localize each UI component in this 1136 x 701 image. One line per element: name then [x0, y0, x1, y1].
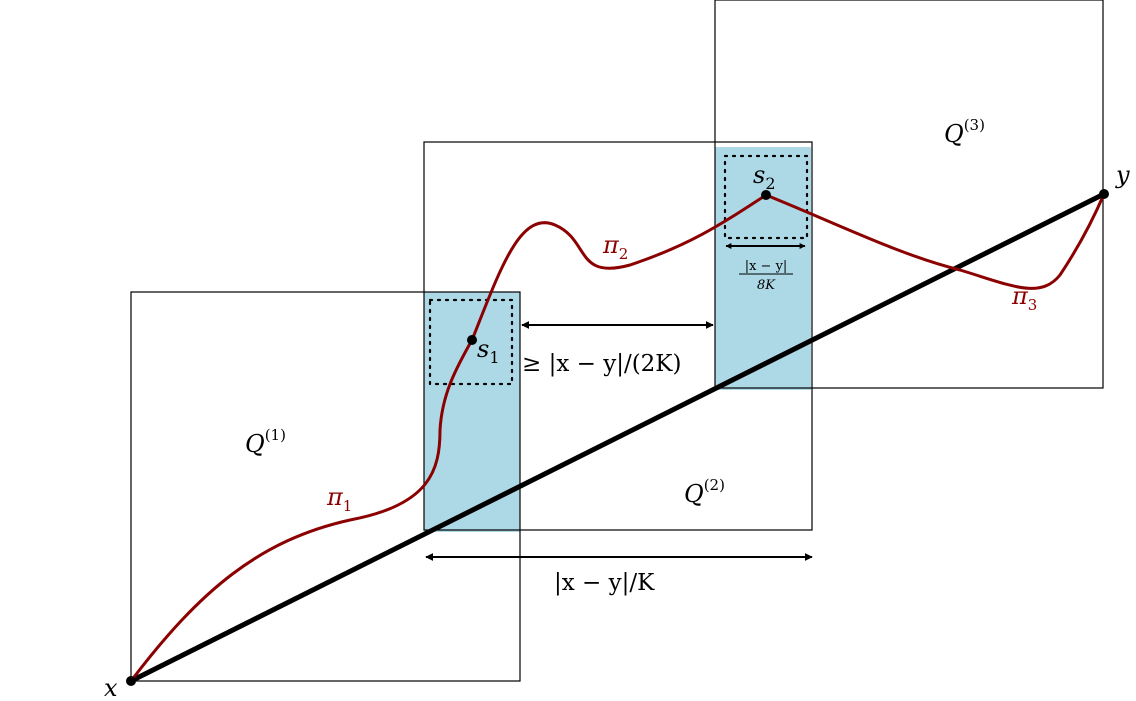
label-s1-main: s — [477, 335, 489, 363]
label-q2-main: Q — [684, 480, 704, 508]
label-pi1-main: π — [326, 483, 344, 511]
point-x — [126, 676, 136, 686]
dotted-square-s1 — [428, 298, 514, 386]
label-q1-sup: (1) — [265, 426, 286, 444]
label-s2-main: s — [753, 161, 765, 189]
label-pi2: π2 — [602, 231, 628, 263]
label-y: y — [1115, 161, 1130, 189]
label-q1-main: Q — [245, 430, 265, 458]
path-pi1 — [129, 339, 474, 682]
label-pi3-sub: 3 — [1028, 296, 1038, 314]
point-s2 — [761, 190, 771, 200]
label-pi2-main: π — [602, 231, 620, 259]
label-s2-sub: 2 — [765, 174, 775, 193]
label-q2-sup: (2) — [704, 476, 725, 494]
label-width: |x − y|/K — [554, 570, 655, 596]
path-pi2 — [470, 193, 767, 341]
label-small-num: |x − y| — [745, 259, 788, 274]
label-pi2-sub: 2 — [619, 245, 629, 263]
label-x: x — [104, 674, 118, 701]
path-pi3 — [765, 193, 1106, 290]
label-q2: Q(2) — [684, 476, 725, 508]
label-pi3-main: π — [1011, 282, 1029, 310]
segment-xy — [129, 191, 1106, 684]
label-q3: Q(3) — [944, 116, 985, 148]
label-pi1: π1 — [326, 483, 352, 515]
label-small-den: 8K — [757, 278, 776, 293]
label-pi3: π3 — [1011, 282, 1037, 314]
label-s1-sub: 1 — [489, 348, 499, 367]
label-gap: ≥ |x − y|/(2K) — [522, 351, 681, 377]
box-q2 — [423, 141, 813, 531]
dotted-square-s2 — [723, 154, 809, 240]
point-s1 — [467, 335, 477, 345]
point-y — [1099, 189, 1109, 199]
label-q1: Q(1) — [245, 426, 286, 458]
label-pi1-sub: 1 — [343, 497, 353, 515]
label-s1: s1 — [477, 335, 500, 367]
label-q3-main: Q — [944, 120, 964, 148]
label-s2: s2 — [753, 161, 776, 193]
label-q3-sup: (3) — [964, 116, 985, 134]
